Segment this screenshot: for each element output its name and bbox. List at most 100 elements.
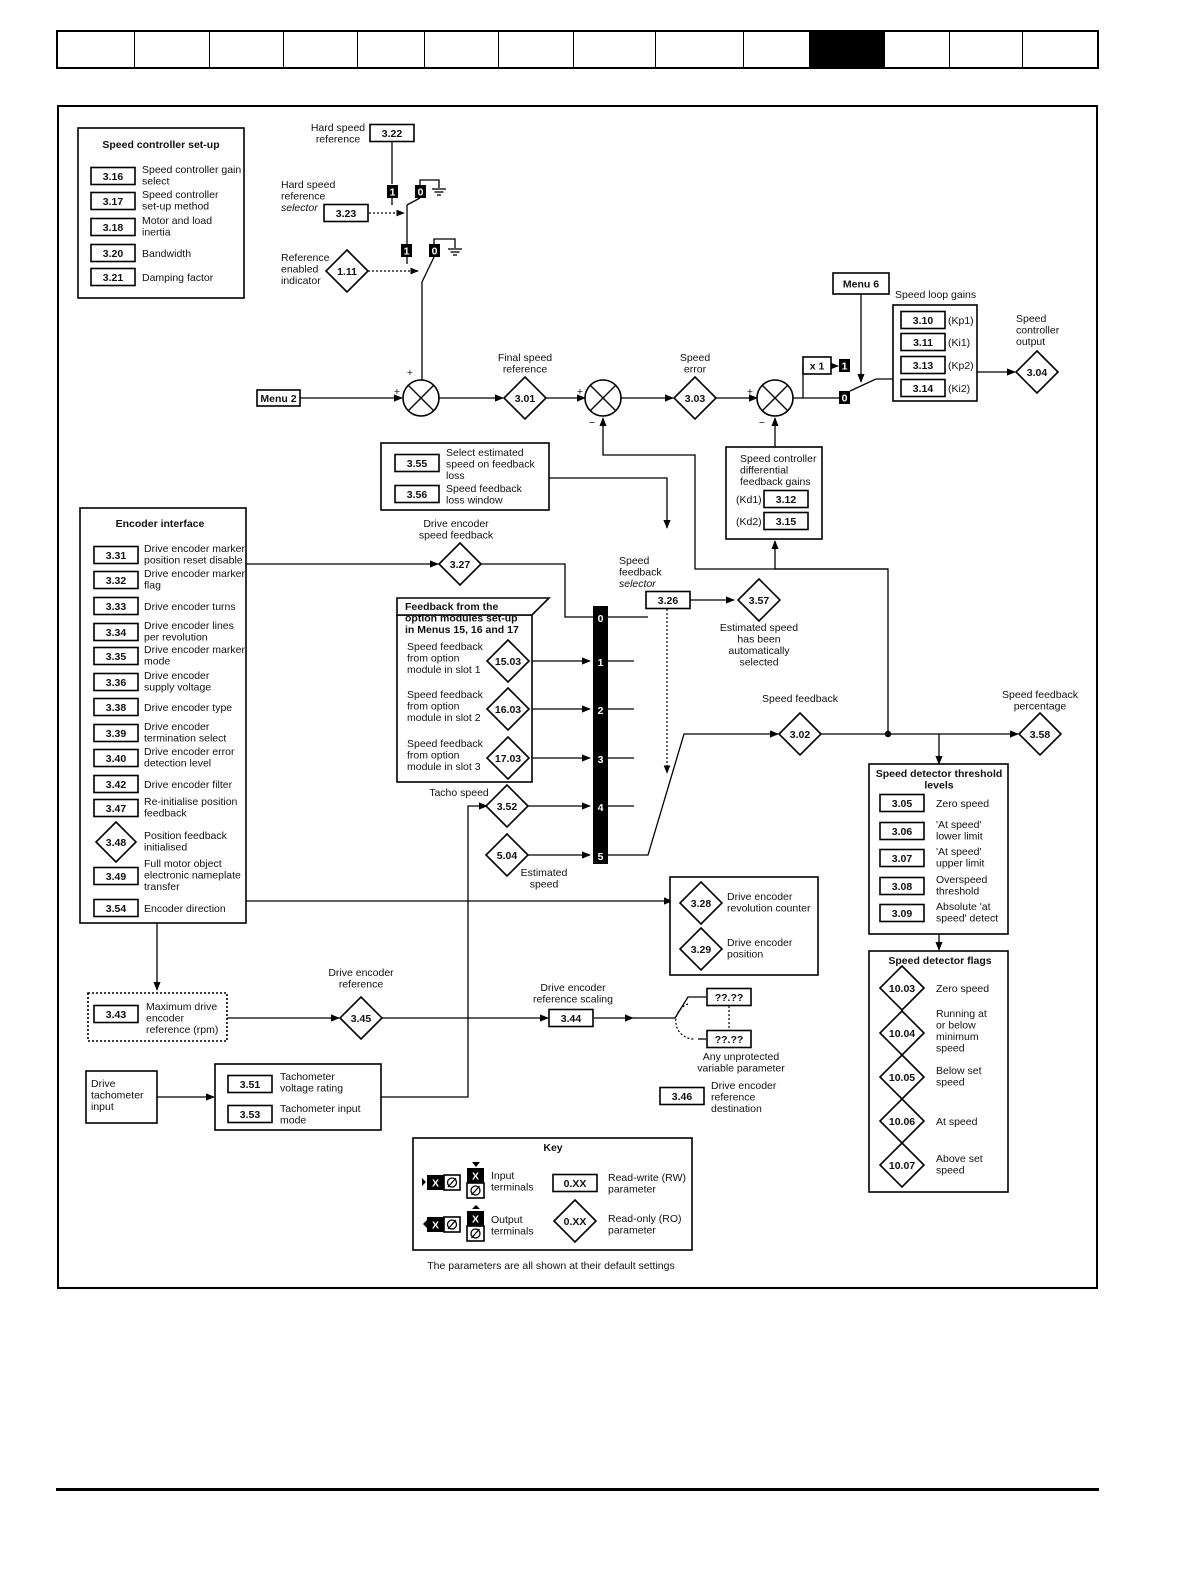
dest-value-2-box — [706, 1029, 752, 1049]
param-value: 3.06 — [892, 826, 913, 838]
encoder-label: Full motor object — [144, 858, 222, 870]
tacho-label: Tachometer — [280, 1071, 335, 1083]
threshold-label: threshold — [936, 886, 979, 898]
header-tab-5[interactable] — [357, 32, 424, 67]
header-tab-2[interactable] — [133, 32, 209, 67]
encoder-label: Drive encoder error — [144, 746, 235, 758]
speed-fb-pct-label: Speed feedback — [1002, 689, 1079, 701]
speed-loop-gain-3.10 — [900, 310, 946, 330]
terminal-x: X — [432, 1178, 439, 1190]
flag-label: Running at — [936, 1008, 987, 1020]
param-value: 10.03 — [889, 983, 915, 995]
option-fb-label: module in slot 3 — [407, 761, 481, 773]
sign-minus: − — [759, 417, 765, 429]
header-tab-3[interactable] — [208, 32, 284, 67]
param-value: 3.38 — [106, 702, 127, 714]
header-tab-11[interactable] — [808, 32, 884, 67]
param-value: 3.08 — [892, 881, 913, 893]
est-speed-label: speed — [530, 879, 559, 891]
enc-ref-dest-label: reference — [711, 1092, 756, 1104]
tacho-input-label: tachometer — [91, 1090, 144, 1102]
key-rw-box — [552, 1173, 598, 1193]
encoder-param-3.31 — [93, 545, 139, 565]
param-3-28-diamond — [678, 880, 724, 926]
header-tab-14[interactable] — [1022, 32, 1097, 67]
param-value: 3.20 — [103, 248, 124, 260]
connector — [608, 730, 779, 856]
key-rw-label: parameter — [608, 1184, 656, 1196]
param-value: 3.55 — [407, 458, 428, 470]
header-tab-6[interactable] — [423, 32, 498, 67]
param-3-43-box — [93, 1004, 139, 1024]
encoder-param-3.48 — [94, 820, 138, 864]
header-tab-4[interactable] — [283, 32, 357, 67]
header-tab-9[interactable] — [655, 32, 743, 67]
est-auto-diamond — [736, 577, 782, 623]
param-value: 3.15 — [776, 516, 797, 528]
encoder-param-3.33 — [93, 596, 139, 616]
final-speed-ref-diamond — [502, 375, 548, 421]
threshold-title: Speed detector threshold — [876, 768, 1003, 780]
x1-label: x 1 — [810, 361, 825, 373]
diff-gains-label: Speed controller — [740, 453, 817, 465]
speed-loop-gains-title: Speed loop gains — [895, 289, 976, 301]
diff-gain-3.12 — [763, 489, 809, 509]
param-value: 3.36 — [106, 677, 127, 689]
param-value: 3.04 — [1027, 367, 1048, 379]
key-ro-diamond — [552, 1198, 598, 1244]
encoder-label: Drive encoder filter — [144, 779, 233, 791]
enc-speed-fb-label: speed feedback — [419, 530, 494, 542]
header-tab-10[interactable] — [743, 32, 809, 67]
encoder-label: per revolution — [144, 632, 208, 644]
header-tab-7[interactable] — [497, 32, 573, 67]
key-input-vertical-x — [467, 1168, 484, 1183]
switch-terminal-label: 0 — [842, 393, 848, 405]
header-tab-12[interactable] — [883, 32, 950, 67]
est-auto-label: selected — [739, 657, 778, 669]
diff-gains-label: differential — [740, 465, 788, 477]
est-speed-diamond — [484, 832, 530, 878]
encoder-label: flag — [144, 580, 161, 592]
key-title: Key — [543, 1142, 562, 1154]
param-value: 3.32 — [106, 575, 127, 587]
sign-plus: + — [407, 367, 413, 379]
param-value: 3.14 — [913, 383, 934, 395]
param-3-44-box — [548, 1008, 594, 1028]
hard-speed-sel-italic: selector — [281, 202, 318, 214]
option-fb-17.03 — [485, 735, 531, 781]
sign-plus: + — [747, 386, 753, 398]
gain-tag: (Kp1) — [948, 315, 974, 327]
key-ro-label: Read-only (RO) — [608, 1213, 682, 1225]
hard-speed-ref-box — [369, 123, 415, 143]
header-tab-8[interactable] — [572, 32, 656, 67]
option-fb-label: from option — [407, 701, 460, 713]
enc-ref-scaling-label: reference scaling — [533, 994, 613, 1006]
selector-number: 2 — [598, 705, 604, 717]
flag-10.07 — [878, 1141, 926, 1189]
setup-param-3.18 — [90, 217, 136, 237]
param-value: 3.33 — [106, 601, 127, 613]
threshold-label: upper limit — [936, 858, 985, 870]
param-value: 3.18 — [103, 222, 124, 234]
param-3-29-diamond — [678, 926, 724, 972]
encoder-title: Encoder interface — [116, 518, 205, 530]
param-value: 3.31 — [106, 550, 127, 562]
connector — [433, 238, 456, 248]
selector-number: 5 — [598, 851, 604, 863]
param-value: 3.58 — [1030, 729, 1051, 741]
connector — [421, 256, 435, 283]
header-tab-13[interactable] — [949, 32, 1022, 67]
option-fb-label: module in slot 1 — [407, 664, 481, 676]
ctrl-output-diamond — [1014, 349, 1060, 395]
switch-terminal-label: 1 — [404, 246, 410, 258]
key-output-label: Output — [491, 1214, 523, 1226]
diff-gain-3.15 — [763, 511, 809, 531]
encoder-label: Position feedback — [144, 830, 228, 842]
param-value: 0.XX — [564, 1178, 587, 1190]
speed-loop-gain-3.11 — [900, 332, 946, 352]
junction-dot — [884, 730, 892, 738]
max-enc-label: encoder — [146, 1013, 184, 1025]
connector — [599, 417, 888, 570]
key-ro-label: parameter — [608, 1225, 656, 1237]
